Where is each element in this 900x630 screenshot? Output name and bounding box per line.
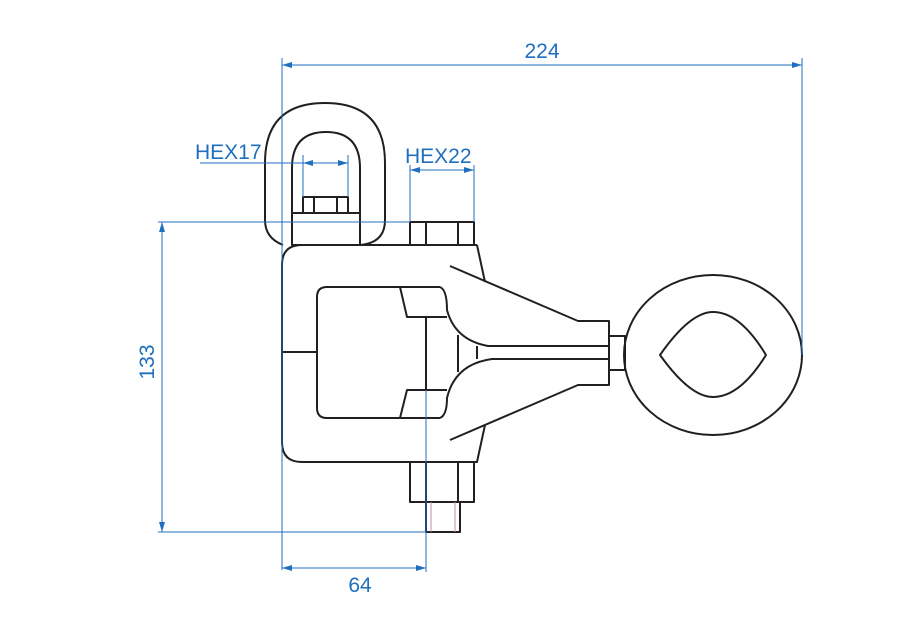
hex22-nut xyxy=(409,221,475,246)
clamp-body xyxy=(281,244,610,463)
hex17-nut xyxy=(302,196,349,214)
label-hex17: HEX17 xyxy=(195,141,262,164)
bottom-bolt xyxy=(409,461,475,533)
pull-ring xyxy=(608,274,803,436)
dimension-lines xyxy=(158,58,803,572)
top-eye xyxy=(264,102,386,246)
label-hex22: HEX22 xyxy=(405,145,472,168)
dim-height: 133 xyxy=(136,344,159,379)
dim-jaw-offset: 64 xyxy=(348,574,372,597)
dim-overall-width: 224 xyxy=(524,40,559,63)
